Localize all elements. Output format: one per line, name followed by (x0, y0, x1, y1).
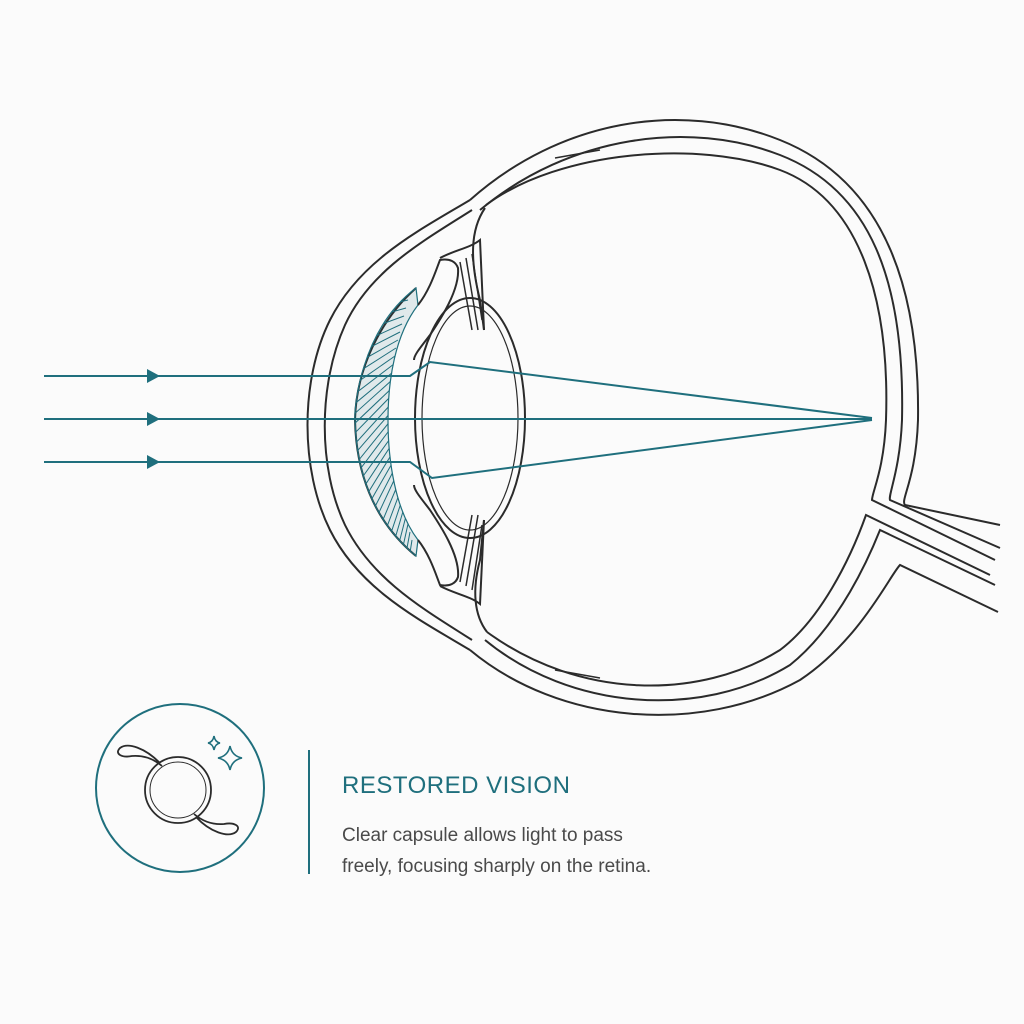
arrow-icon (147, 455, 160, 469)
ray-arrows (147, 369, 160, 469)
caption-title: RESTORED VISION (342, 772, 571, 799)
caption-body: Clear capsule allows light to pass freel… (342, 820, 762, 882)
light-ray-bottom (44, 419, 873, 480)
retina-layer (485, 152, 996, 561)
choroid-layer-lower (484, 528, 996, 702)
choroid-layer (479, 136, 1001, 549)
retina-layer-lower (486, 513, 991, 687)
lens-badge (95, 703, 265, 873)
cornea-shade (354, 286, 419, 558)
eyeball (469, 119, 1001, 716)
sclera-outer-lower (469, 563, 999, 716)
vitreous-boundary-lower (474, 519, 488, 633)
vitreous-boundary (472, 207, 486, 331)
arrow-icon (147, 412, 160, 426)
caption-block: RESTORED VISION Clear capsule allows lig… (342, 772, 762, 882)
cornea (306, 199, 473, 651)
iris (413, 237, 485, 607)
light-rays (44, 360, 873, 480)
sparkle-icon (207, 735, 243, 771)
caption-line: Clear capsule allows light to pass (342, 825, 623, 846)
intraocular-lens-icon (117, 744, 239, 836)
caption-line: freely, focusing sharply on the retina. (342, 856, 652, 877)
arrow-icon (147, 369, 160, 383)
sclera-outer (469, 119, 1001, 526)
light-ray-top (44, 360, 873, 419)
